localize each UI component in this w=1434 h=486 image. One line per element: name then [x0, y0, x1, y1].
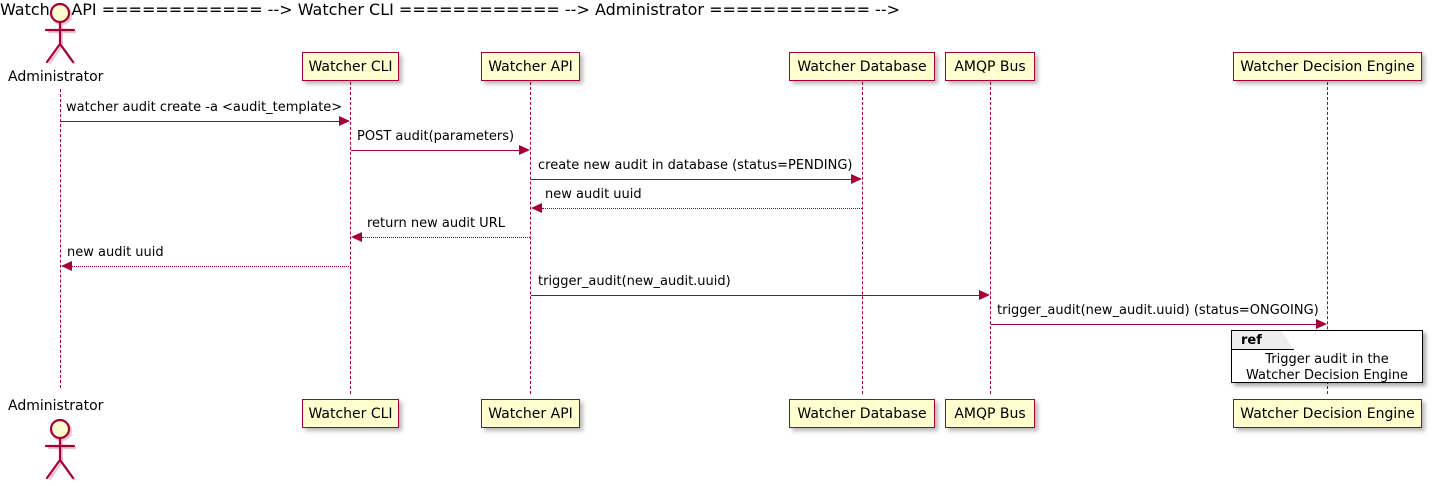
message-label-5: return new audit URL — [367, 216, 505, 231]
participant-watcher-cli-top[interactable]: Watcher CLI — [302, 52, 399, 81]
participant-watcher-database-bottom[interactable]: Watcher Database — [789, 399, 935, 428]
message-arrowhead-3 — [851, 174, 862, 184]
message-line-4 — [542, 208, 862, 209]
lifeline-amqp-bus — [990, 82, 991, 394]
lifeline-watcher-api — [530, 82, 531, 394]
actor-stick-figure-icon — [44, 2, 76, 65]
message-label-6: new audit uuid — [67, 245, 164, 260]
participant-amqp-bus-top[interactable]: AMQP Bus — [945, 52, 1035, 81]
participant-watcher-api-top[interactable]: Watcher API — [481, 52, 580, 81]
message-line-7 — [531, 295, 979, 296]
ref-fragment: ref Trigger audit in the Watcher Decisio… — [1231, 330, 1423, 383]
message-label-2: POST audit(parameters) — [357, 129, 515, 144]
message-arrowhead-1 — [339, 116, 350, 126]
ref-fragment-line-1: Trigger audit in the — [1265, 352, 1389, 367]
message-line-5 — [362, 237, 530, 238]
ref-fragment-line-2: Watcher Decision Engine — [1246, 368, 1408, 383]
message-label-1: watcher audit create -a <audit_template> — [66, 100, 343, 115]
lifeline-watcher-cli — [350, 82, 351, 394]
message-arrowhead-2 — [519, 145, 530, 155]
message-label-4: new audit uuid — [545, 187, 642, 202]
message-label-8: trigger_audit(new_audit.uuid) (status=ON… — [997, 303, 1319, 318]
message-arrowhead-6 — [61, 261, 72, 271]
message-line-6 — [72, 266, 351, 267]
participant-amqp-bus-bottom[interactable]: AMQP Bus — [945, 399, 1035, 428]
message-label-7: trigger_audit(new_audit.uuid) — [538, 274, 731, 289]
message-line-8 — [991, 324, 1316, 325]
lifeline-watcher-database — [862, 82, 863, 394]
lifeline-administrator — [60, 89, 61, 388]
actor-stick-figure-icon — [44, 418, 76, 481]
message-arrowhead-8 — [1316, 319, 1327, 329]
actor-label-bottom: Administrator — [8, 398, 104, 414]
actor-administrator-bottom — [36, 418, 86, 486]
participant-watcher-decision-engine-bottom[interactable]: Watcher Decision Engine — [1233, 399, 1422, 428]
lifeline-watcher-decision-engine — [1327, 82, 1328, 394]
participant-watcher-decision-engine-top[interactable]: Watcher Decision Engine — [1233, 52, 1422, 81]
actor-label-top: Administrator — [8, 69, 104, 85]
participant-watcher-database-top[interactable]: Watcher Database — [789, 52, 935, 81]
message-line-1 — [61, 121, 340, 122]
participant-watcher-api-bottom[interactable]: Watcher API — [481, 399, 580, 428]
message-arrowhead-7 — [979, 290, 990, 300]
ref-fragment-body: Trigger audit in the Watcher Decision En… — [1232, 352, 1422, 384]
message-line-3 — [531, 179, 851, 180]
message-arrowhead-4 — [531, 203, 542, 213]
message-line-2 — [351, 150, 519, 151]
ref-fragment-tag: ref — [1232, 331, 1294, 350]
actor-administrator-top — [36, 2, 86, 72]
message-arrowhead-5 — [351, 232, 362, 242]
participant-watcher-cli-bottom[interactable]: Watcher CLI — [302, 399, 399, 428]
message-label-3: create new audit in database (status=PEN… — [538, 158, 853, 173]
